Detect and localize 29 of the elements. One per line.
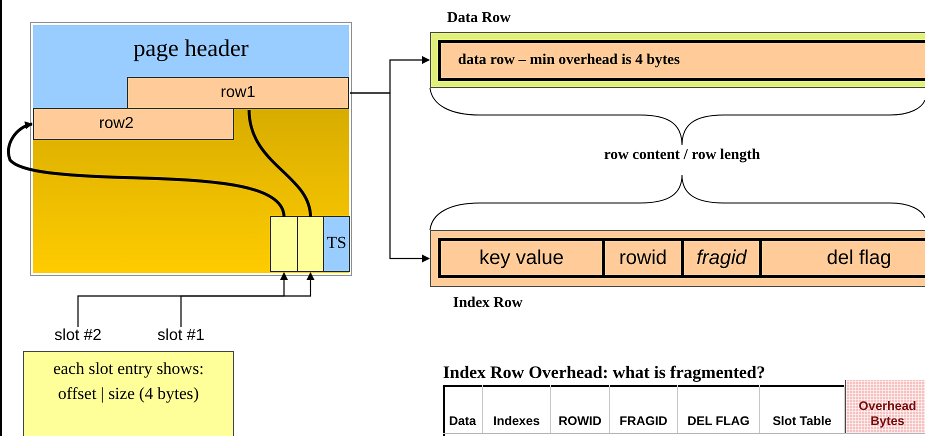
note-box: each slot entry shows: offset | size (4 bytes) (23, 351, 234, 436)
arrow (77, 272, 288, 327)
table-title: Index Row Overhead: what is fragmented? (443, 362, 766, 383)
section-heading: Index Row (453, 295, 523, 312)
curved-arrow (6, 122, 286, 218)
arrow (180, 272, 314, 327)
table-header-cell: FRAGID (610, 385, 678, 433)
field-cell: key value (438, 238, 605, 278)
row-box: row2 (33, 108, 234, 140)
table-header-cell: Data (443, 385, 483, 433)
page-header-band: page header (33, 25, 349, 77)
field-cell: del flag (759, 238, 925, 278)
slot-entry-cell (297, 216, 324, 272)
ts-cell: TS (323, 216, 350, 272)
slot-label: slot #2 (48, 327, 108, 349)
field-cell: rowid (602, 238, 684, 278)
slot-label: slot #1 (151, 327, 211, 349)
table-header-cell: Indexes (483, 385, 551, 433)
field-cell: fragid (681, 238, 762, 278)
brace-label: row content / row length (604, 147, 760, 164)
table-header-cell: Overhead Bytes (845, 380, 925, 433)
table-header-cell: ROWID (551, 385, 610, 433)
section-heading: Data Row (447, 10, 511, 27)
arrow (350, 92, 430, 262)
table-header-cell: DEL FLAG (678, 385, 760, 433)
row-box: row1 (127, 77, 349, 109)
row-box: data row – min overhead is 4 bytes (438, 40, 925, 81)
slot-entry-cell (270, 216, 298, 272)
page-frame (30, 22, 352, 276)
